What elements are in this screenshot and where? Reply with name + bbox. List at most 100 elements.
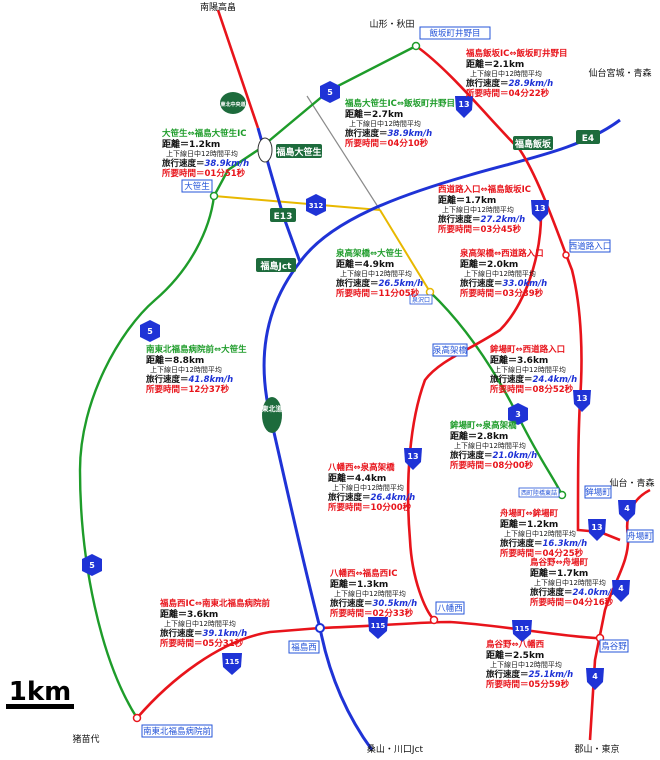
segment-note: 上下線日中12時間平均 xyxy=(334,589,406,598)
shield-r4-c: 4 xyxy=(586,668,604,690)
segment-time: 所要時間＝04分22秒 xyxy=(465,88,550,99)
shield-e13: E13 xyxy=(270,208,296,222)
segment-info: 泉高架橋⇔西道路入口距離＝2.0km上下線日中12時間平均旅行速度＝33.0km… xyxy=(459,248,547,299)
segment-title: 大笹生⇔福島大笹生IC xyxy=(162,128,247,139)
jct-tohoku-chuo-label: 東北中央道 xyxy=(220,92,246,114)
box-iizaka-iinomachi: 飯坂町井野目 xyxy=(419,26,491,40)
segment-time: 所要時間＝11分05秒 xyxy=(335,288,420,299)
box-torigaya: 鳥谷野 xyxy=(599,639,629,653)
shield-r4-a: 4 xyxy=(618,500,636,522)
segment-time: 所要時間＝05分31秒 xyxy=(159,638,244,649)
segment-title: 舟場町⇔鉾場町 xyxy=(500,508,559,519)
segment-title: 南東北福島病院前⇔大笹生 xyxy=(146,344,247,355)
shield-r4-b: 4 xyxy=(612,580,630,602)
segment-speed: 旅行速度＝30.5km/h xyxy=(329,598,417,609)
svg-text:福島Jct: 福島Jct xyxy=(260,260,293,272)
route-5-west xyxy=(78,44,417,719)
shield-r115-b: 115 xyxy=(512,620,532,642)
segment-time: 所要時間＝04分10秒 xyxy=(344,138,429,149)
shield-r13-c: 13 xyxy=(573,390,591,412)
svg-text:13: 13 xyxy=(591,523,602,532)
node-chikatetsu xyxy=(557,490,567,500)
segment-title: 福島飯坂IC⇔飯坂町井野目 xyxy=(465,48,568,59)
box-chikatetsu: 西町陸橋東詰 xyxy=(518,487,560,498)
segment-note: 上下線日中12時間平均 xyxy=(504,529,576,538)
segment-title: 福島大笹生IC⇔飯坂町井野目 xyxy=(344,98,455,109)
segment-info: 舟場町⇔鉾場町距離＝1.2km上下線日中12時間平均旅行速度＝16.3km/h所… xyxy=(499,508,587,559)
shield-r312: 312 xyxy=(306,194,326,216)
segment-distance: 距離＝1.2km xyxy=(162,138,220,150)
segment-info: 大笹生⇔福島大笹生IC距離＝1.2km上下線日中12時間平均旅行速度＝38.9k… xyxy=(161,128,249,179)
node-nishiro xyxy=(562,251,570,259)
segment-note: 上下線日中12時間平均 xyxy=(454,441,526,450)
shield-r5-north: 5 xyxy=(320,81,340,103)
segment-time: 所要時間＝05分59秒 xyxy=(485,679,570,690)
segment-speed: 旅行速度＝38.9km/h xyxy=(161,158,249,169)
svg-text:西町陸橋東詰: 西町陸橋東詰 xyxy=(521,489,557,497)
svg-text:南東北福島病院前: 南東北福島病院前 xyxy=(143,726,212,737)
svg-text:4: 4 xyxy=(624,504,630,513)
svg-text:福島西: 福島西 xyxy=(291,642,317,653)
segment-info: 西道路入口⇔福島飯坂IC距離＝1.7km上下線日中12時間平均旅行速度＝27.2… xyxy=(437,184,531,235)
segment-info: 鳥谷野⇔舟場町距離＝1.7km上下線日中12時間平均旅行速度＝24.0km/h所… xyxy=(529,557,617,608)
shield-r13-e: 13 xyxy=(588,519,606,541)
segment-title: 泉高架橋⇔大笹生 xyxy=(335,248,403,259)
svg-text:4: 4 xyxy=(618,584,624,593)
svg-text:5: 5 xyxy=(327,88,333,97)
segment-speed: 旅行速度＝28.9km/h xyxy=(465,78,553,89)
segment-speed: 旅行速度＝41.8km/h xyxy=(145,374,233,385)
otazaki-interchange xyxy=(257,137,273,163)
jct-fukushima-jct: 福島Jct xyxy=(256,258,296,272)
shield-r5-mid: 5 xyxy=(140,320,160,342)
segment-title: 鉾場町⇔泉高架橋 xyxy=(450,420,517,431)
segment-distance: 距離＝2.5km xyxy=(486,649,544,661)
route-13 xyxy=(415,44,601,534)
segment-distance: 距離＝2.7km xyxy=(345,108,403,120)
box-minami-hospital: 南東北福島病院前 xyxy=(141,724,213,738)
place-kawaguchi: 桑山・川口Jct xyxy=(367,744,424,755)
segment-time: 所要時間＝03分39秒 xyxy=(459,288,544,299)
segment-speed: 旅行速度＝27.2km/h xyxy=(437,214,525,225)
segment-distance: 距離＝1.2km xyxy=(500,518,558,530)
node-izumi-small xyxy=(425,287,435,297)
segment-info: 福島飯坂IC⇔飯坂町井野目距離＝2.1km上下線日中12時間平均旅行速度＝28.… xyxy=(465,48,568,99)
segment-distance: 距離＝2.1km xyxy=(466,58,524,70)
shield-r13-a: 13 xyxy=(455,96,473,118)
segment-title: 鳥谷野⇔八幡西 xyxy=(486,639,545,650)
svg-text:13: 13 xyxy=(534,204,545,213)
segment-info: 鉾場町⇔泉高架橋距離＝2.8km上下線日中12時間平均旅行速度＝21.0km/h… xyxy=(449,420,537,471)
segment-speed: 旅行速度＝16.3km/h xyxy=(499,538,587,549)
box-otazaki: 大笹生 xyxy=(181,179,213,193)
segment-note: 上下線日中12時間平均 xyxy=(164,619,236,628)
segment-note: 上下線日中12時間平均 xyxy=(166,149,238,158)
segment-info: 八幡西⇔泉高架橋距離＝4.4km上下線日中12時間平均旅行速度＝26.4km/h… xyxy=(327,462,415,513)
place-minami-soma: 南陽高畠 xyxy=(200,1,236,13)
node-iizaka xyxy=(411,41,421,51)
segment-note: 上下線日中12時間平均 xyxy=(340,269,412,278)
segment-note: 上下線日中12時間平均 xyxy=(494,365,566,374)
segment-info: 福島大笹生IC⇔飯坂町井野目距離＝2.7km上下線日中12時間平均旅行速度＝38… xyxy=(344,98,455,149)
svg-text:飯坂町井野目: 飯坂町井野目 xyxy=(429,28,480,39)
box-izumi-takabashi: 泉高架橋 xyxy=(432,343,468,357)
segment-distance: 距離＝4.9km xyxy=(336,258,394,270)
node-hospital xyxy=(132,713,142,723)
segment-distance: 距離＝4.4km xyxy=(328,472,386,484)
shield-r115-c: 115 xyxy=(222,653,242,675)
segment-time: 所要時間＝08分00秒 xyxy=(449,460,534,471)
svg-text:3: 3 xyxy=(515,410,521,419)
segment-time: 所要時間＝02分33秒 xyxy=(329,608,414,619)
segment-speed: 旅行速度＝39.1km/h xyxy=(159,628,247,639)
jct-fukushima-otazaki: 福島大笹生 xyxy=(275,144,322,158)
segment-speed: 旅行速度＝38.9km/h xyxy=(344,128,432,139)
segment-time: 所要時間＝12分37秒 xyxy=(145,384,230,395)
place-sendai: 仙台宮城・青森 xyxy=(588,67,651,79)
place-yamagata-akita: 山形・秋田 xyxy=(369,18,414,30)
place-koriyama: 郡山・東京 xyxy=(574,743,619,755)
svg-text:13: 13 xyxy=(576,394,587,403)
svg-text:泉高架橋: 泉高架橋 xyxy=(433,345,468,356)
scale-bar: 1km xyxy=(6,677,74,709)
segment-title: 鳥谷野⇔舟場町 xyxy=(530,557,589,568)
node-yatsubo xyxy=(429,615,439,625)
segment-note: 上下線日中12時間平均 xyxy=(464,269,536,278)
